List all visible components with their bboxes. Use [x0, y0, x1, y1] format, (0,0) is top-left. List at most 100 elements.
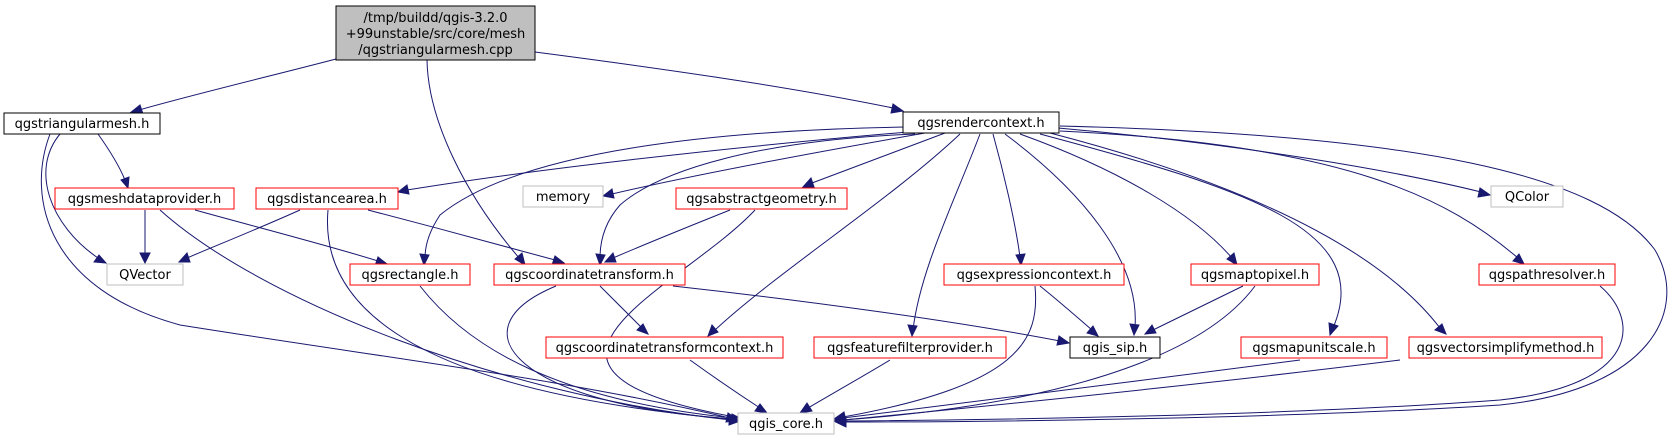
edge-qgsrectangle-to-qgis-core	[419, 285, 734, 419]
edge-arrowhead	[603, 252, 617, 263]
node-qgis-sip[interactable]: qgis_sip.h	[1069, 336, 1161, 359]
edge-qgsrendercontext-to-qgsexpressioncontext	[992, 133, 1021, 258]
edge-qgsvectorsimplifymethod-to-qgis-core	[842, 359, 1401, 421]
node-memory[interactable]: memory	[522, 185, 604, 208]
edge-arrowhead	[396, 184, 410, 195]
svg-text:qgis_sip.h: qgis_sip.h	[1083, 341, 1147, 356]
svg-text:qgsrendercontext.h: qgsrendercontext.h	[917, 116, 1044, 131]
node-qgspathresolver[interactable]: qgspathresolver.h	[1478, 263, 1616, 286]
edge-arrowhead	[1477, 187, 1492, 198]
edge-qgsrendercontext-to-qgsfeaturefilterprovider	[912, 133, 981, 331]
edge-qgsrendercontext-to-memory	[611, 132, 926, 195]
edge-qgsrendercontext-to-qgis-core	[844, 125, 1668, 423]
svg-text:qgstriangularmesh.h: qgstriangularmesh.h	[15, 117, 150, 132]
edge-arrowhead	[601, 188, 615, 199]
edge-qgsrendercontext-to-qgis-sip	[1004, 133, 1136, 328]
edge-qgsrendercontext-to-qgscoordinatetransformcontext	[714, 133, 961, 331]
svg-text:qgsmapunitscale.h: qgsmapunitscale.h	[1252, 341, 1375, 356]
edge-qgsexpressioncontext-to-qgis-sip	[1039, 285, 1093, 331]
root-node-line-3: /qgstriangularmesh.cpp	[358, 43, 513, 58]
root-node-line-2: +99unstable/src/core/mesh	[346, 27, 526, 42]
edge-qgsmaptopixel-to-qgis-sip	[1152, 285, 1244, 331]
dependency-edges	[40, 51, 1668, 428]
edge-arrowhead	[730, 414, 744, 425]
svg-text:qgsdistancearea.h: qgsdistancearea.h	[267, 192, 387, 207]
edge-arrowhead	[120, 176, 130, 190]
edge-qgsabstractgeometry-to-qgis-core	[605, 209, 756, 419]
edge-arrowhead	[890, 103, 905, 114]
edge-arrowhead	[177, 252, 191, 263]
node-qgsfeaturefilterprovider[interactable]: qgsfeaturefilterprovider.h	[813, 336, 1007, 359]
svg-text:qgscoordinatetransformcontext.: qgscoordinatetransformcontext.h	[556, 341, 774, 356]
edge-qgsrendercontext-to-qgspathresolver	[1059, 130, 1519, 259]
node-qgsrendercontext[interactable]: qgsrendercontext.h	[902, 111, 1060, 134]
edge-arrowhead	[1512, 253, 1525, 265]
svg-text:memory: memory	[536, 190, 591, 205]
node-qgscoordinatetransformcontext[interactable]: qgscoordinatetransformcontext.h	[545, 336, 784, 359]
svg-text:qgspathresolver.h: qgspathresolver.h	[1489, 268, 1605, 283]
root-node-box	[335, 5, 536, 61]
edge-arrowhead	[1328, 322, 1339, 337]
edge-qgstriangularmesh-to-qgis-core	[40, 133, 731, 419]
edge-arrowhead	[636, 323, 650, 335]
edge-arrowhead	[798, 402, 813, 414]
edge-arrowhead	[595, 253, 606, 267]
node-qgis-core[interactable]: qgis_core.h	[737, 412, 835, 435]
node-qgstriangularmesh[interactable]: qgstriangularmesh.h	[3, 112, 161, 135]
svg-text:qgsfeaturefilterprovider.h: qgsfeaturefilterprovider.h	[827, 341, 993, 356]
node-qgsrectangle[interactable]: qgsrectangle.h	[349, 263, 471, 286]
node-qgsmaptopixel[interactable]: qgsmaptopixel.h	[1190, 263, 1320, 286]
node-qgsmapunitscale[interactable]: qgsmapunitscale.h	[1240, 336, 1388, 359]
edge-qgsrendercontext-to-qgsmapunitscale	[1039, 133, 1342, 329]
svg-text:qgsexpressioncontext.h: qgsexpressioncontext.h	[957, 268, 1112, 283]
node-qgsmeshdataprovider[interactable]: qgsmeshdataprovider.h	[54, 187, 235, 210]
edge-arrowhead	[93, 254, 108, 264]
edge-arrowhead	[907, 324, 918, 338]
edge-qgsabstractgeometry-to-qgscoordinatetransform	[612, 209, 731, 259]
edge-root-to-qgscoordinatetransform	[426, 59, 521, 260]
node-qcolor[interactable]: QColor	[1490, 185, 1564, 208]
svg-text:qgsrectangle.h: qgsrectangle.h	[361, 268, 458, 283]
edge-qgsdistancearea-to-qvector	[186, 209, 301, 259]
edge-qgsrendercontext-to-qgsdistancearea	[406, 131, 909, 191]
node-qgsvectorsimplifymethod[interactable]: qgsvectorsimplifymethod.h	[1408, 336, 1603, 359]
edge-qgscoordinatetransform-to-qgis-core	[506, 285, 734, 420]
edge-arrowhead	[514, 252, 526, 267]
node-qgsexpressioncontext[interactable]: qgsexpressioncontext.h	[943, 263, 1125, 286]
edge-qgsfeaturefilterprovider-to-qgis-core	[807, 359, 891, 409]
node-qgsabstractgeometry[interactable]: qgsabstractgeometry.h	[675, 187, 848, 210]
svg-text:qgsmaptopixel.h: qgsmaptopixel.h	[1201, 268, 1309, 283]
edge-root-to-qgstriangularmesh	[138, 58, 337, 111]
edge-arrowhead	[1015, 253, 1026, 267]
edge-arrowhead	[832, 416, 845, 427]
edge-qgstriangularmesh-to-qvector	[45, 133, 99, 259]
edge-arrowhead	[801, 177, 815, 188]
edge-arrowhead	[1226, 252, 1238, 267]
node-qvector[interactable]: QVector	[106, 263, 184, 286]
edge-qgsmapunitscale-to-qgis-core	[842, 359, 1301, 419]
edge-qgsmeshdataprovider-to-qgsrectangle	[194, 209, 379, 262]
node-qgscoordinatetransform[interactable]: qgscoordinatetransform.h	[493, 263, 686, 286]
root-file-node: /tmp/buildd/qgis-3.2.0 +99unstable/src/c…	[335, 5, 536, 61]
edge-qgsdistancearea-to-qgis-core	[326, 209, 732, 420]
svg-text:QColor: QColor	[1505, 190, 1550, 205]
svg-text:qgsmeshdataprovider.h: qgsmeshdataprovider.h	[68, 192, 222, 207]
dependency-nodes: /tmp/buildd/qgis-3.2.0 +99unstable/src/c…	[3, 5, 1616, 435]
edge-root-to-qgsrendercontext	[534, 51, 894, 109]
edge-arrowhead	[754, 403, 769, 414]
edge-arrowhead	[1129, 323, 1140, 337]
edge-arrowhead	[1143, 324, 1157, 335]
svg-text:QVector: QVector	[119, 268, 171, 283]
root-node-line-1: /tmp/buildd/qgis-3.2.0	[363, 11, 507, 26]
edge-qgsdistancearea-to-qgscoordinatetransform	[367, 209, 556, 261]
edge-qgscoordinatetransform-to-qgis-sip	[672, 285, 1061, 342]
edge-arrowhead	[419, 253, 430, 267]
edge-qgscoordinatetransformcontext-to-qgis-core	[689, 359, 761, 409]
edge-arrowhead	[1086, 325, 1099, 337]
edge-qgscoordinatetransform-to-qgscoordinatetransformcontext	[599, 285, 643, 329]
node-qgsdistancearea[interactable]: qgsdistancearea.h	[255, 187, 399, 210]
edge-arrowhead	[707, 324, 719, 337]
svg-text:qgis_core.h: qgis_core.h	[749, 417, 823, 432]
